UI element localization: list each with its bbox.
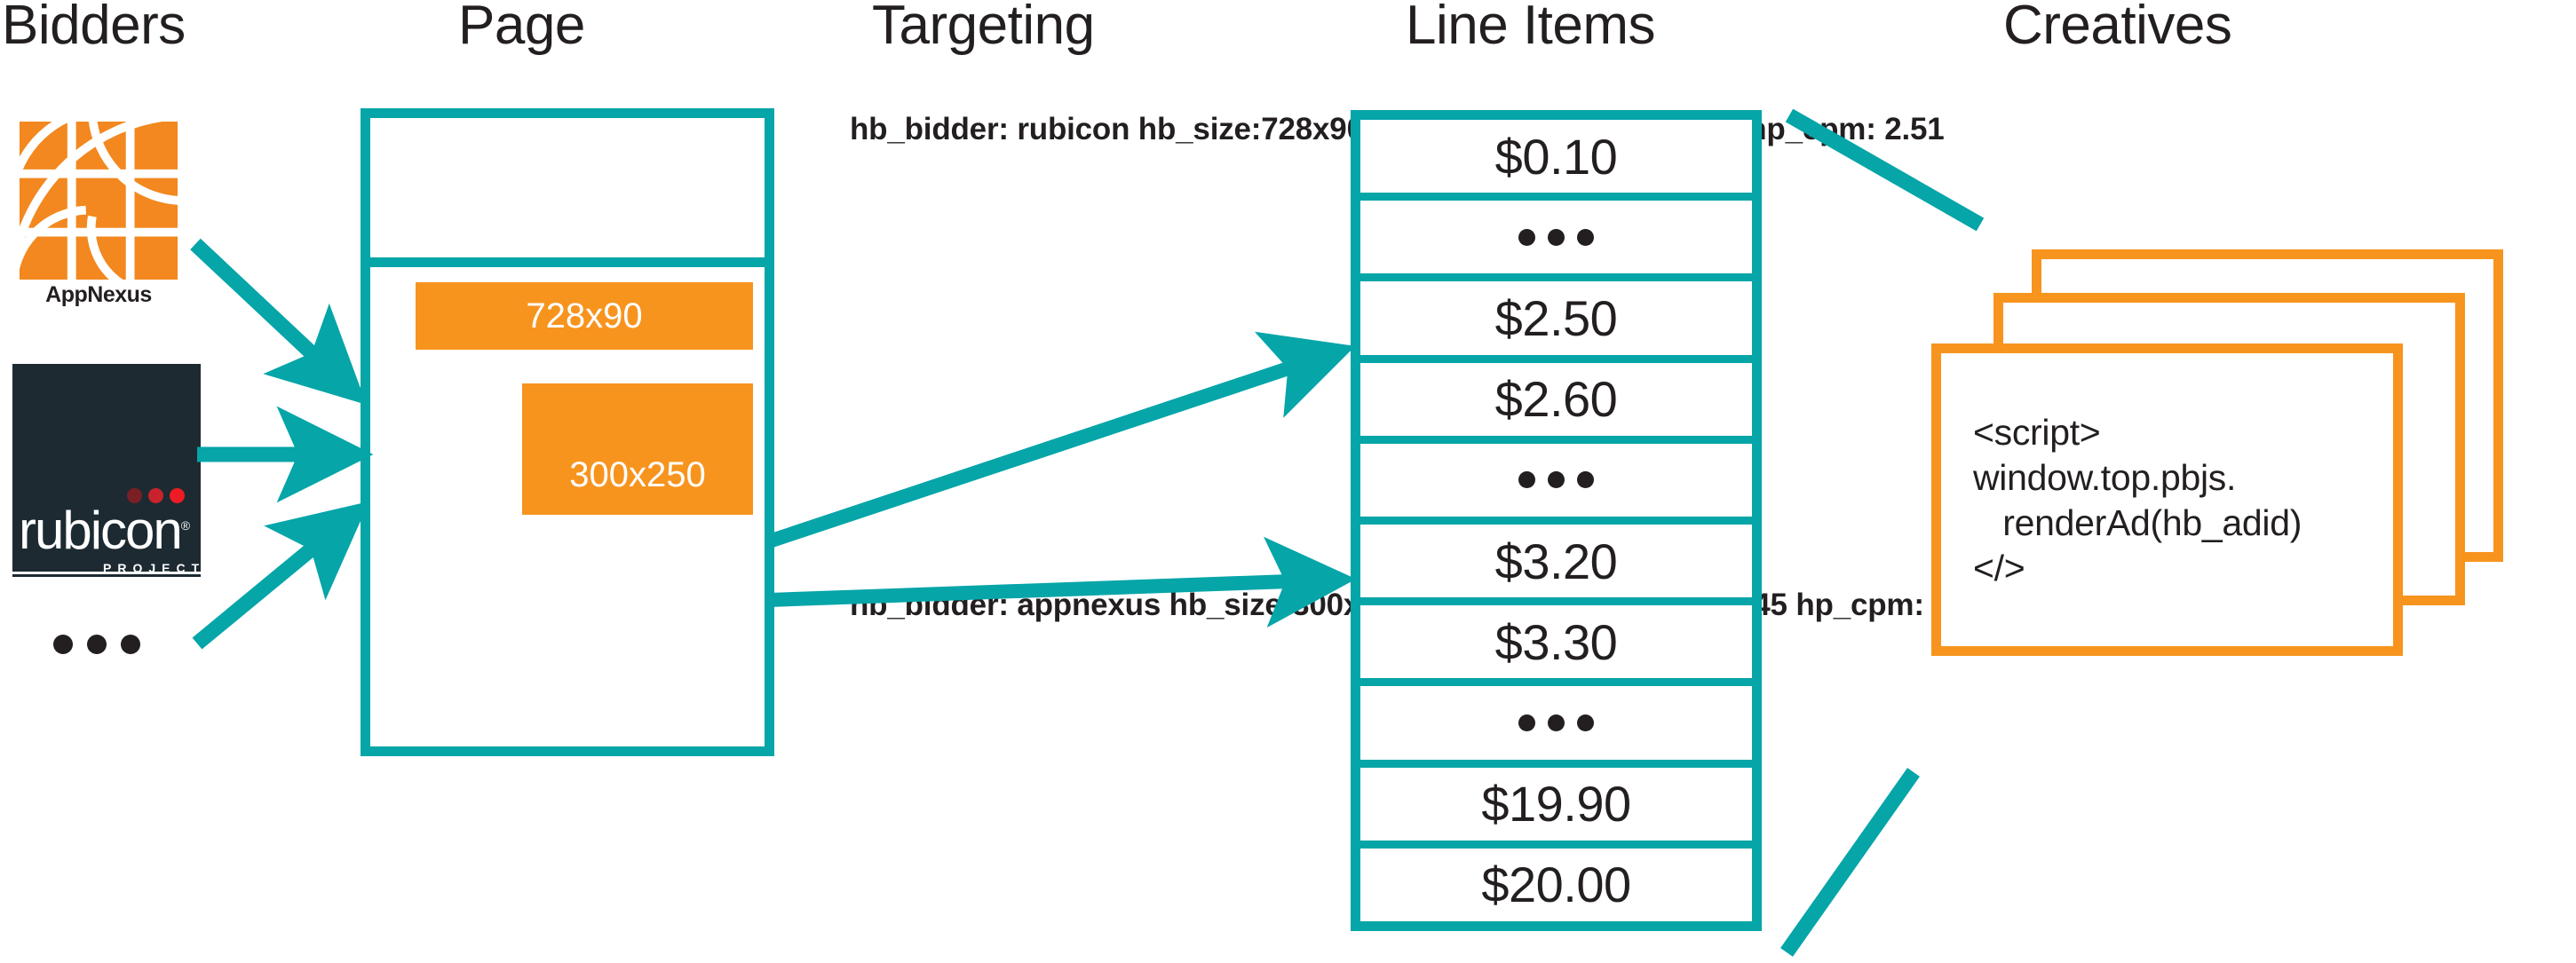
rubicon-registered-mark: ®	[180, 518, 190, 533]
column-header-line-items: Line Items	[1406, 0, 1656, 56]
line-item-ellipsis	[1518, 471, 1594, 489]
arrow-page-to-line-item-250	[766, 331, 1356, 549]
line-item-value: $0.10	[1494, 128, 1618, 185]
connector-line-items-to-creatives-bottom	[1780, 768, 1920, 957]
line-items-box: $0.10 $2.50 $2.60 $3.20 $3.30 $19.90 $20…	[1351, 110, 1762, 931]
rubicon-wordmark: rubicon®	[19, 501, 190, 560]
column-header-creatives: Creatives	[2003, 0, 2232, 56]
line-item-ellipsis	[1518, 714, 1594, 732]
rubicon-wordmark-text: rubicon	[19, 501, 183, 560]
line-item-row[interactable]: $3.30	[1360, 605, 1752, 687]
creative-card-front[interactable]	[1931, 343, 2403, 656]
line-item-value: $19.90	[1481, 776, 1631, 833]
bidders-more-ellipsis	[53, 635, 140, 654]
line-item-row[interactable]	[1360, 686, 1752, 768]
column-header-page: Page	[458, 0, 585, 56]
arrow-appnexus-to-page	[190, 238, 367, 405]
appnexus-wordmark: AppNexus	[45, 282, 152, 307]
line-item-row[interactable]: $20.00	[1360, 849, 1752, 921]
line-item-value: $2.50	[1494, 290, 1618, 346]
line-item-row[interactable]: $3.20	[1360, 525, 1752, 606]
line-item-row[interactable]: $2.60	[1360, 363, 1752, 444]
ad-slot-300x250[interactable]: 300x250	[522, 383, 753, 515]
rubicon-dots	[127, 488, 185, 503]
line-item-value: $2.60	[1494, 371, 1618, 428]
rubicon-baseline	[12, 572, 201, 574]
arrow-more-bidders-to-page	[192, 501, 369, 650]
column-header-bidders: Bidders	[2, 0, 186, 56]
rubicon-logo-icon: rubicon® PROJECT	[12, 364, 201, 577]
line-item-row[interactable]	[1360, 444, 1752, 525]
line-item-row[interactable]	[1360, 201, 1752, 282]
line-item-row[interactable]: $19.90	[1360, 768, 1752, 849]
line-item-row[interactable]: $2.50	[1360, 281, 1752, 363]
creative-code-snippet: <script> window.top.pbjs. renderAd(hb_ad…	[1973, 412, 2303, 588]
column-header-targeting: Targeting	[872, 0, 1095, 56]
line-item-value: $20.00	[1481, 856, 1631, 913]
line-item-row[interactable]: $0.10	[1360, 120, 1752, 201]
appnexus-logo-icon	[20, 122, 178, 280]
ad-slot-728x90[interactable]: 728x90	[416, 282, 753, 350]
line-item-value: $3.20	[1494, 533, 1618, 589]
page-header-divider	[361, 257, 774, 267]
line-item-value: $3.30	[1494, 613, 1618, 670]
line-item-ellipsis	[1518, 228, 1594, 246]
